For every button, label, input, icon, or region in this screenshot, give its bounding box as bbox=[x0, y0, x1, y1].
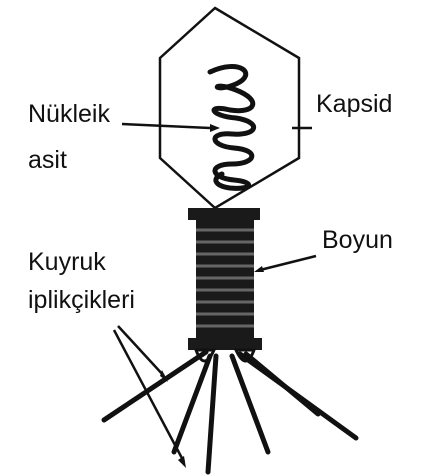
tail-fibers bbox=[104, 352, 356, 472]
tail-fibers-label-line2: iplikçikleri bbox=[28, 286, 135, 314]
tail-fibers-label-line1: Kuyruk bbox=[28, 248, 106, 276]
tail-fiber-leader-2 bbox=[114, 330, 184, 462]
tail-fiber-arrowhead-2 bbox=[178, 456, 186, 468]
neck-sheath bbox=[188, 208, 262, 350]
neck-leader bbox=[260, 256, 316, 270]
neck-label: Boyun bbox=[322, 226, 393, 254]
nucleic-acid-label-line2: asit bbox=[28, 146, 67, 174]
nucleic-acid-label-line1: Nükleik bbox=[28, 100, 110, 128]
neck-arrowhead bbox=[254, 266, 264, 272]
capsid-label: Kapsid bbox=[316, 90, 392, 118]
